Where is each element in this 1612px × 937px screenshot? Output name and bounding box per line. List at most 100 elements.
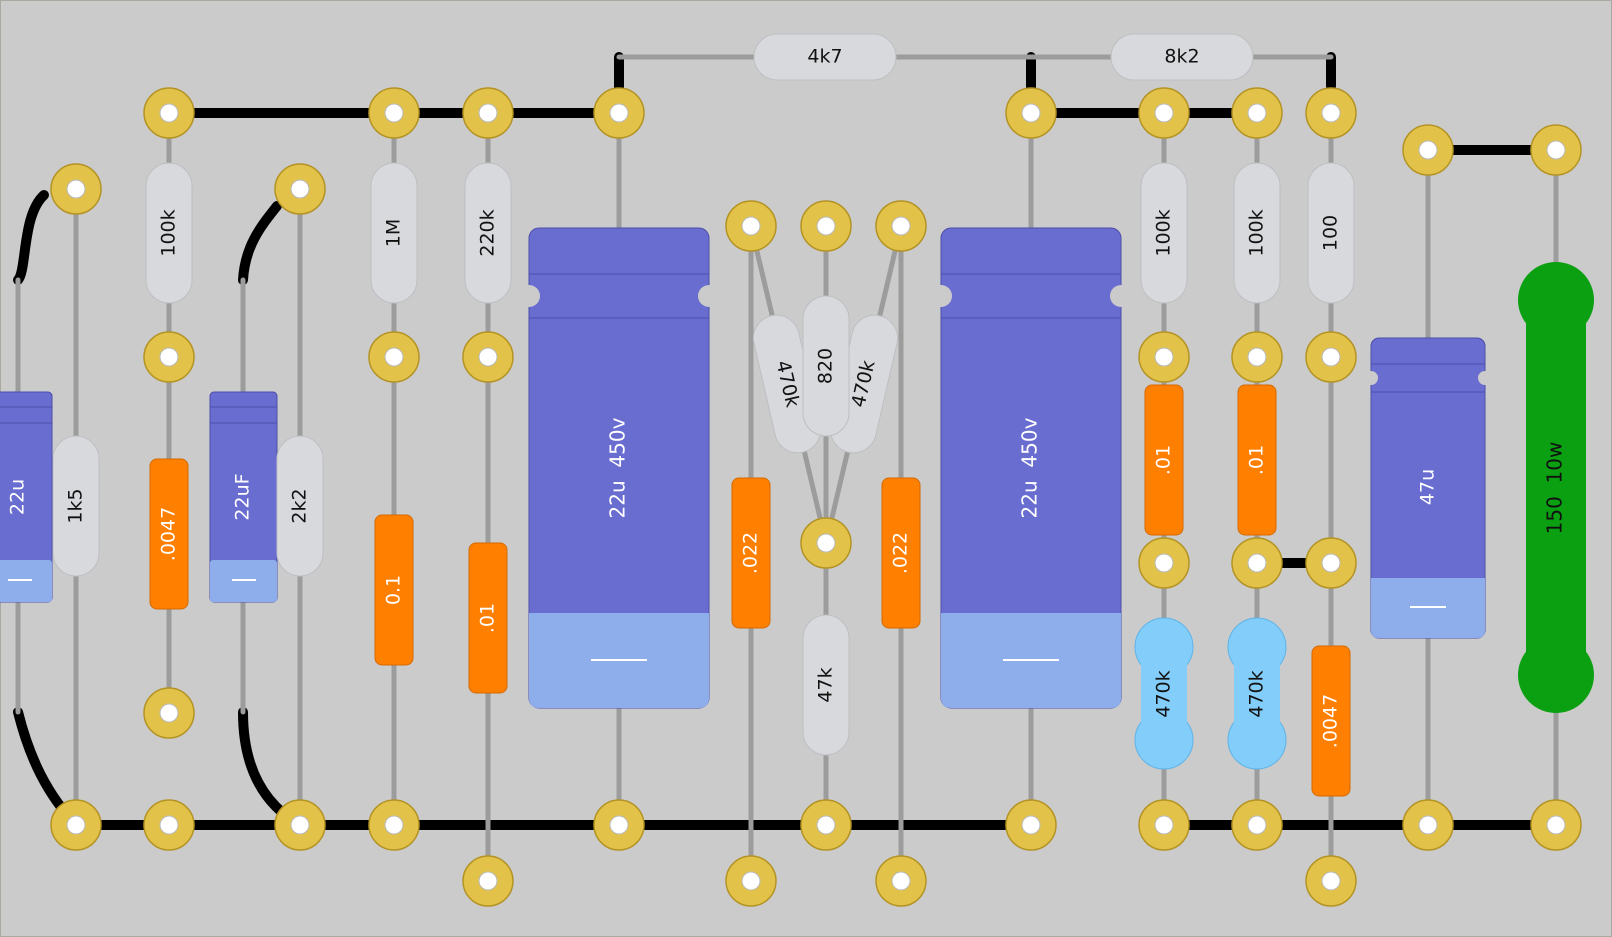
turret-pad	[875, 200, 927, 252]
component-label: 0.1	[383, 575, 405, 605]
components: 22u 1k5 100k .0047 22uF 2k2	[0, 33, 1594, 797]
resistor-470k-d[interactable]: 470k	[1227, 617, 1287, 770]
turret-pad	[1005, 87, 1057, 139]
film-capacitor-0047-b[interactable]: .0047	[1311, 645, 1351, 797]
turret-pad	[1138, 537, 1190, 589]
turret-pad	[1138, 331, 1190, 383]
component-label: .022	[740, 532, 762, 574]
component-label: 8k2	[1164, 46, 1199, 68]
turret-pad	[274, 163, 326, 215]
film-capacitor-01-b[interactable]: .01	[468, 542, 508, 694]
turret-pad	[1305, 87, 1357, 139]
turret-pad	[462, 87, 514, 139]
film-capacitor-0047-a[interactable]: .0047	[149, 458, 189, 610]
turret-pad	[1231, 799, 1283, 851]
electrolytic-capacitor-22uF[interactable]: 22uF	[209, 391, 278, 603]
resistor-1k5[interactable]: 1k5	[52, 435, 100, 577]
turret-pad	[1305, 855, 1357, 907]
component-label: 100	[1320, 215, 1342, 251]
turret-pad	[1402, 799, 1454, 851]
component-label: 1M	[383, 219, 405, 247]
component-label: 220k	[477, 209, 499, 256]
turret-pad	[50, 799, 102, 851]
turret-pad	[1530, 124, 1582, 176]
resistor-4k7[interactable]: 4k7	[753, 33, 897, 81]
turret-pad	[462, 855, 514, 907]
resistor-8k2[interactable]: 8k2	[1110, 33, 1254, 81]
component-label: 4k7	[807, 46, 842, 68]
turret-pad	[1138, 799, 1190, 851]
resistor-100k-b[interactable]: 100k	[1140, 162, 1188, 304]
turret-pad	[143, 331, 195, 383]
component-label: 22u 450v	[606, 417, 630, 518]
film-capacitor-01-d[interactable]: .01	[1237, 384, 1277, 536]
resistor-2k2[interactable]: 2k2	[276, 435, 324, 577]
turret-pad	[462, 331, 514, 383]
film-capacitor-01-c[interactable]: .01	[1144, 384, 1184, 536]
turret-pad	[368, 331, 420, 383]
turret-pad	[50, 163, 102, 215]
component-label: .01	[477, 603, 499, 633]
resistor-100[interactable]: 100	[1307, 162, 1355, 304]
turret-pad	[725, 200, 777, 252]
resistor-100k-c[interactable]: 100k	[1233, 162, 1281, 304]
turret-pad	[593, 799, 645, 851]
component-label: 100k	[1246, 209, 1268, 256]
turret-pad	[800, 517, 852, 569]
turret-pad	[143, 87, 195, 139]
power-resistor-150-10w[interactable]: 150 10w	[1518, 262, 1594, 713]
electrolytic-capacitor-22u-450v-b[interactable]: 22u 450v	[930, 227, 1132, 709]
turret-pad	[1138, 87, 1190, 139]
component-label: .01	[1153, 445, 1175, 475]
turret-pad	[1005, 799, 1057, 851]
component-label: .022	[890, 532, 912, 574]
component-label: 22u	[7, 479, 29, 515]
component-label: .0047	[1320, 694, 1342, 748]
turret-pad	[875, 855, 927, 907]
turret-pad	[593, 87, 645, 139]
turret-pad	[1530, 799, 1582, 851]
turret-pad	[143, 687, 195, 739]
component-label: 150 10w	[1543, 442, 1567, 535]
resistor-1M[interactable]: 1M	[370, 162, 418, 304]
turret-pad	[1305, 537, 1357, 589]
component-label: 470k	[1246, 670, 1268, 717]
turret-pad	[143, 799, 195, 851]
turret-pad	[800, 200, 852, 252]
turret-pad	[368, 87, 420, 139]
turret-pad	[368, 799, 420, 851]
component-label: 22u 450v	[1018, 417, 1042, 518]
component-label: 1k5	[65, 488, 87, 523]
turret-pad	[1305, 331, 1357, 383]
turret-pad	[1231, 87, 1283, 139]
component-label: 47k	[815, 667, 837, 702]
resistor-820[interactable]: 820	[802, 295, 850, 437]
resistor-47k[interactable]: 47k	[802, 614, 850, 756]
electrolytic-capacitor-22u-450v-a[interactable]: 22u 450v	[518, 227, 720, 709]
resistor-100k-a[interactable]: 100k	[145, 162, 193, 304]
film-capacitor-022-a[interactable]: .022	[731, 477, 771, 629]
turret-pad	[1402, 124, 1454, 176]
component-label: 470k	[1153, 670, 1175, 717]
turret-pad	[274, 799, 326, 851]
component-label: 820	[815, 348, 837, 384]
film-capacitor-0-1[interactable]: 0.1	[374, 514, 414, 666]
component-label: 100k	[1153, 209, 1175, 256]
component-label: 47u	[1417, 469, 1439, 505]
component-label: 2k2	[289, 488, 311, 523]
resistor-220k[interactable]: 220k	[464, 162, 512, 304]
turret-pad	[1231, 537, 1283, 589]
electrolytic-capacitor-47u[interactable]: 47u	[1364, 337, 1492, 639]
turret-pad	[725, 855, 777, 907]
component-label: 100k	[158, 209, 180, 256]
turret-pad	[800, 799, 852, 851]
turret-pad	[1231, 331, 1283, 383]
electrolytic-capacitor-22u-left[interactable]: 22u	[0, 391, 53, 603]
resistor-470k-c[interactable]: 470k	[1134, 617, 1194, 770]
component-label: .01	[1246, 445, 1268, 475]
component-label: 22uF	[232, 473, 254, 520]
component-label: .0047	[158, 507, 180, 561]
turret-pads	[50, 87, 1582, 907]
film-capacitor-022-b[interactable]: .022	[881, 477, 921, 629]
